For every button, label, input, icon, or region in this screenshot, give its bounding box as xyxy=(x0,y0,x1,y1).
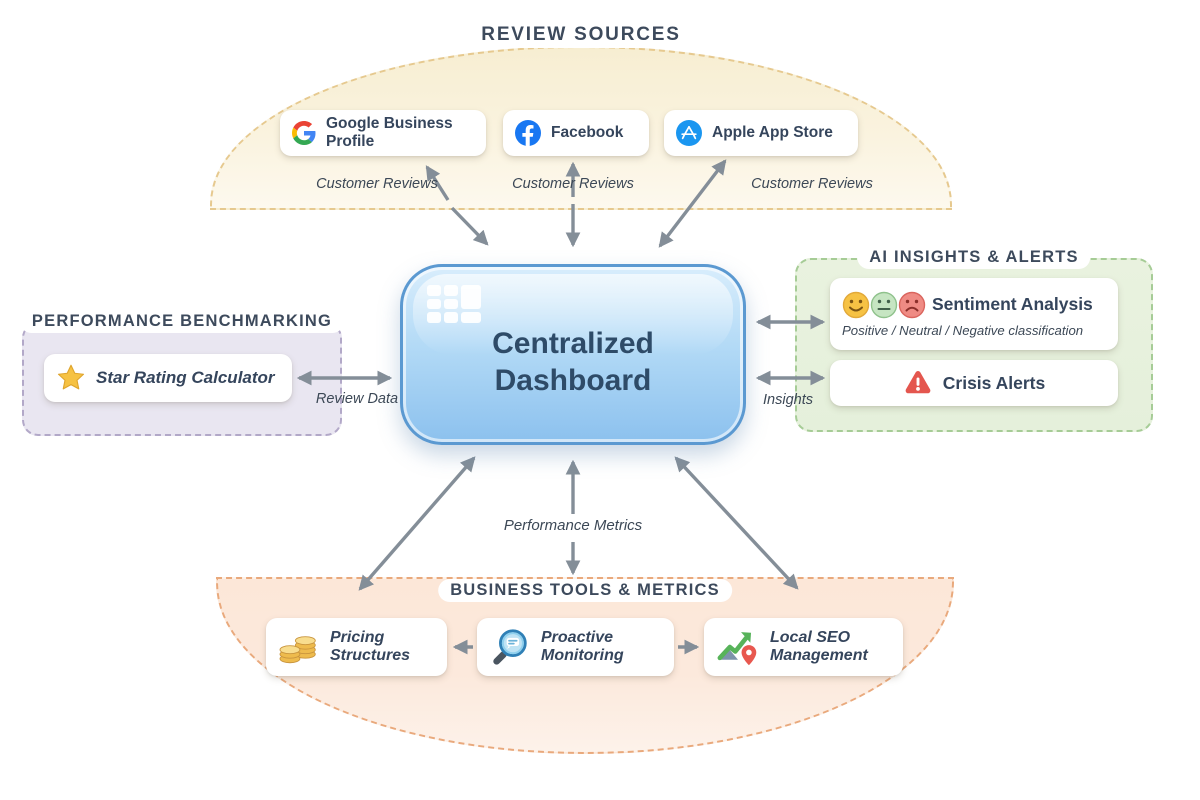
arrow-bottom-left xyxy=(358,456,476,591)
magnifier-icon xyxy=(489,626,531,668)
local-seo-management-label: Local SEO Management xyxy=(770,628,868,664)
edge-label-review-data: Review Data xyxy=(315,391,399,407)
arrow-bottom-right xyxy=(674,456,799,590)
apple-app-store-label: Apple App Store xyxy=(712,124,833,142)
performance-benchmarking-title: PERFORMANCE BENCHMARKING xyxy=(19,310,345,333)
google-business-profile-label: Google Business Profile xyxy=(326,115,453,150)
dashboard-grid-icon xyxy=(427,285,481,323)
facebook-card: Facebook xyxy=(503,110,649,156)
google-icon xyxy=(292,121,316,145)
star-icon xyxy=(56,363,86,393)
apple-app-store-card: Apple App Store xyxy=(664,110,858,156)
sentiment-analysis-sublabel: Positive / Neutral / Negative classifica… xyxy=(842,322,1084,338)
star-rating-calculator-label: Star Rating Calculator xyxy=(96,368,275,388)
review-sources-title: REVIEW SOURCES xyxy=(469,22,693,48)
warning-triangle-icon xyxy=(903,368,933,398)
coins-icon xyxy=(278,628,320,666)
sentiment-analysis-card: Sentiment Analysis Positive / Neutral / … xyxy=(830,278,1118,350)
ai-insights-title: AI INSIGHTS & ALERTS xyxy=(857,246,1091,269)
facebook-icon xyxy=(515,120,541,146)
sentiment-faces-icon xyxy=(842,291,926,319)
crisis-alerts-card: Crisis Alerts xyxy=(830,360,1118,406)
proactive-monitoring-card: Proactive Monitoring xyxy=(477,618,674,676)
seo-chart-pin-icon xyxy=(716,627,760,667)
dashboard-title: Centralized Dashboard xyxy=(492,327,654,397)
edge-label-customer-reviews-3: Customer Reviews xyxy=(751,176,873,192)
facebook-label: Facebook xyxy=(551,124,624,142)
edge-label-customer-reviews-1: Customer Reviews xyxy=(316,176,438,192)
edge-label-performance-metrics: Performance Metrics xyxy=(503,517,643,534)
crisis-alerts-label: Crisis Alerts xyxy=(942,372,1046,393)
business-tools-title: BUSINESS TOOLS & METRICS xyxy=(438,579,732,602)
google-business-profile-card: Google Business Profile xyxy=(280,110,486,156)
proactive-monitoring-label: Proactive Monitoring xyxy=(541,628,624,664)
apple-app-store-icon xyxy=(676,120,702,146)
sentiment-analysis-label: Sentiment Analysis xyxy=(932,294,1093,315)
pricing-structures-label: Pricing Structures xyxy=(330,628,411,664)
centralized-dashboard-node: Centralized Dashboard xyxy=(400,264,746,445)
pricing-structures-card: Pricing Structures xyxy=(266,618,447,676)
local-seo-management-card: Local SEO Management xyxy=(704,618,903,676)
edge-label-customer-reviews-2: Customer Reviews xyxy=(512,176,634,192)
star-rating-calculator-card: Star Rating Calculator xyxy=(44,354,292,402)
arrow-google-down xyxy=(450,206,489,246)
edge-label-insights: Insights xyxy=(763,392,813,408)
